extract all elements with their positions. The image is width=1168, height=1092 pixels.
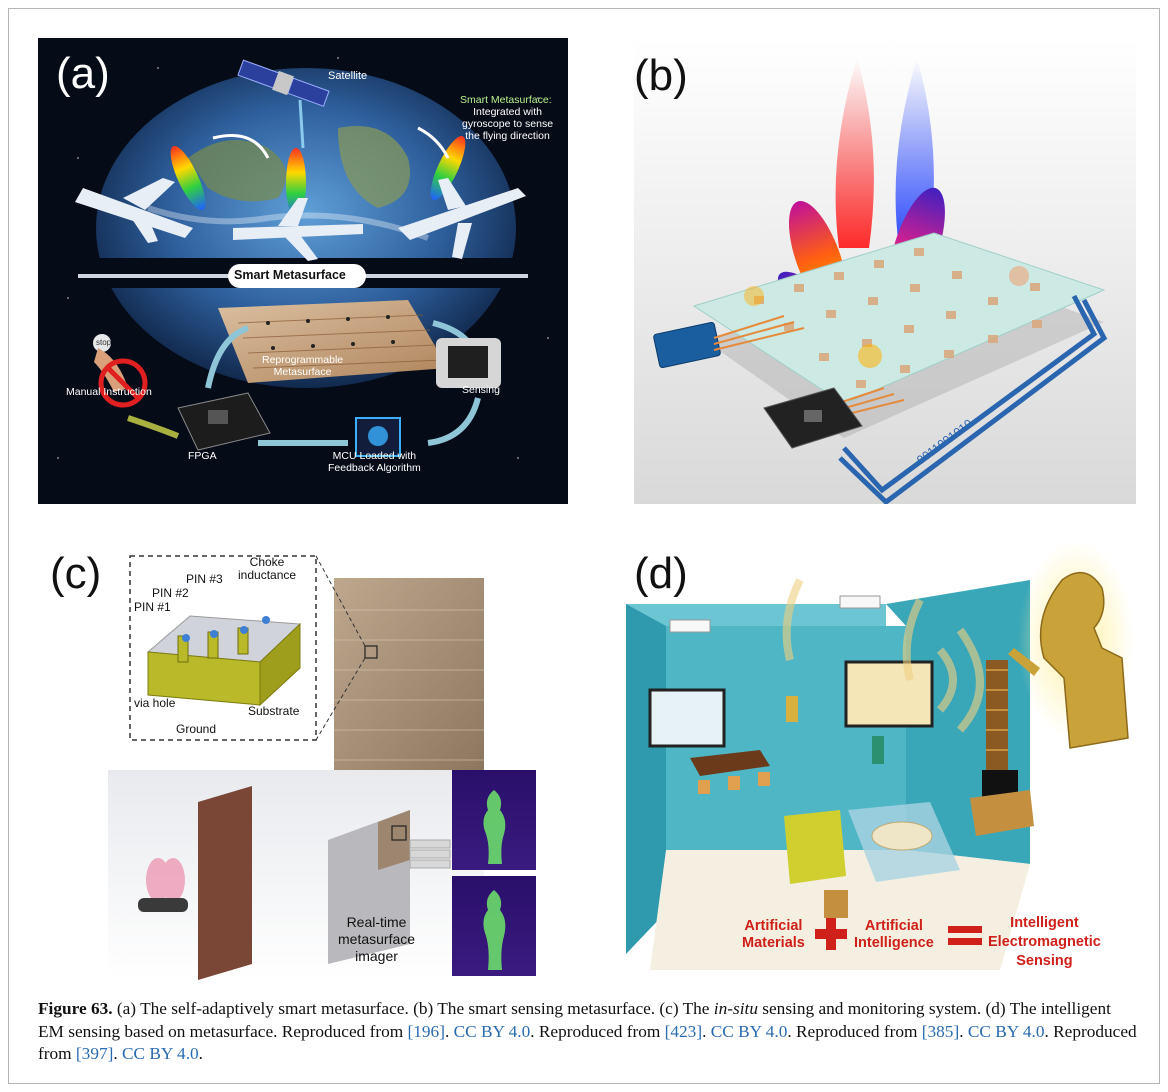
panel-b-illustration [634,38,1136,504]
ground-label: Ground [176,722,217,736]
panel-d-label: (d) [634,549,688,598]
reprogrammable-line-1: Reprogrammable [262,354,344,366]
via-hole-label: via hole [134,696,176,710]
caption-sep-3: . [959,1021,968,1041]
sensing-label: Sensing [462,384,500,396]
panel-b-smart-sensing: (b) 0011001010... [634,38,1136,504]
panel-a-smart-metasurface: (a) Satellite Smart Metasurface: Integra… [38,38,568,504]
eq-artificial-materials: Artificial Materials [742,918,805,952]
caption-italic: in-situ [713,999,758,1018]
substrate-label: Substrate [248,704,300,718]
mcu-label: MCU Loaded with Feedback Algorithm [328,450,421,474]
imager-label: Real-time metasurface imager [338,914,415,965]
smart-note-line-3: the flying direction [465,130,550,142]
choke-line-1: Choke [249,555,285,569]
panel-a-label: (a) [56,49,110,98]
license-link-4[interactable]: CC BY 4.0 [122,1044,199,1063]
banner-pill [228,264,366,288]
figure-caption: Figure 63. (a) The self-adaptively smart… [38,998,1138,1066]
caption-sep-1: . [444,1021,454,1041]
panel-c-in-situ-sensing: (c) Choke inductance PIN #3 PIN #2 PIN #… [38,540,568,982]
banner-text: Smart Metasurface [234,268,346,282]
smart-note-line-1: Integrated with [473,106,542,118]
eq-right-line-1: Intelligent [1010,915,1079,931]
caption-text-3: . Reproduced from [530,1021,665,1041]
citation-link-385[interactable]: [385] [921,1021,960,1041]
eq-intelligent-sensing: Intelligent Electromagnetic Sensing [988,914,1101,971]
license-link-3[interactable]: CC BY 4.0 [967,1021,1045,1041]
mcu-line-1: MCU Loaded with [332,450,417,462]
panel-a-illustration [38,38,568,504]
panel-c-label: (c) [50,549,102,598]
imager-line-1: Real-time [346,914,407,930]
panel-c-illustration [38,540,568,982]
reprogrammable-line-2: Metasurface [273,366,332,378]
caption-sep-2: . [702,1021,711,1041]
panel-d-intelligent-sensing: (d) Artificial Materials Artificial Inte… [610,540,1136,982]
eq-left-line-1: Artificial [744,918,803,934]
citation-link-196[interactable]: [196] [407,1021,445,1041]
eq-left-line-2: Materials [742,935,805,951]
satellite-label: Satellite [328,70,368,82]
choke-label: Choke inductance [238,556,296,582]
caption-text-5: . Reproduced from [38,1021,1137,1064]
eq-right-line-3: Sensing [1016,953,1073,969]
manual-instruction-label: Manual Instruction [66,386,152,398]
imager-line-3: imager [355,948,398,964]
caption-text-4: . Reproduced from [787,1021,922,1041]
pin2-label: PIN #2 [152,586,189,600]
caption-sep-4: . [113,1044,122,1063]
smart-note-text: Integrated with gyroscope to sense the f… [462,106,553,142]
smart-note-title: Smart Metasurface: [460,94,552,106]
eq-mid-line-1: Artificial [864,918,923,934]
choke-line-2: inductance [238,568,297,582]
fpga-label: FPGA [188,450,217,462]
figure-label: Figure 63. [38,999,113,1018]
pin3-label: PIN #3 [186,572,223,586]
stop-label: stop [96,338,112,347]
license-link-2[interactable]: CC BY 4.0 [710,1021,788,1041]
caption-text-1: (a) The self-adaptively smart metasurfac… [112,999,714,1018]
citation-link-423[interactable]: [423] [664,1021,703,1041]
pin1-label: PIN #1 [134,600,171,614]
eq-right-line-2: Electromagnetic [988,934,1101,950]
eq-mid-line-2: Intelligence [854,935,934,951]
caption-text-6: . [198,1044,203,1063]
citation-link-397[interactable]: [397] [75,1044,114,1063]
smart-note-line-2: gyroscope to sense [462,118,554,130]
eq-artificial-intelligence: Artificial Intelligence [854,918,934,952]
unit-cells [754,248,1042,388]
reprogrammable-label: Reprogrammable Metasurface [262,354,343,378]
license-link-1[interactable]: CC BY 4.0 [453,1021,531,1041]
mcu-line-2: Feedback Algorithm [328,462,421,474]
caption-text-2: sensing and monitoring system. (d) The i… [38,999,1111,1041]
panel-d-illustration [610,540,1136,982]
panel-b-label: (b) [634,51,688,100]
imager-line-2: metasurface [338,931,416,947]
